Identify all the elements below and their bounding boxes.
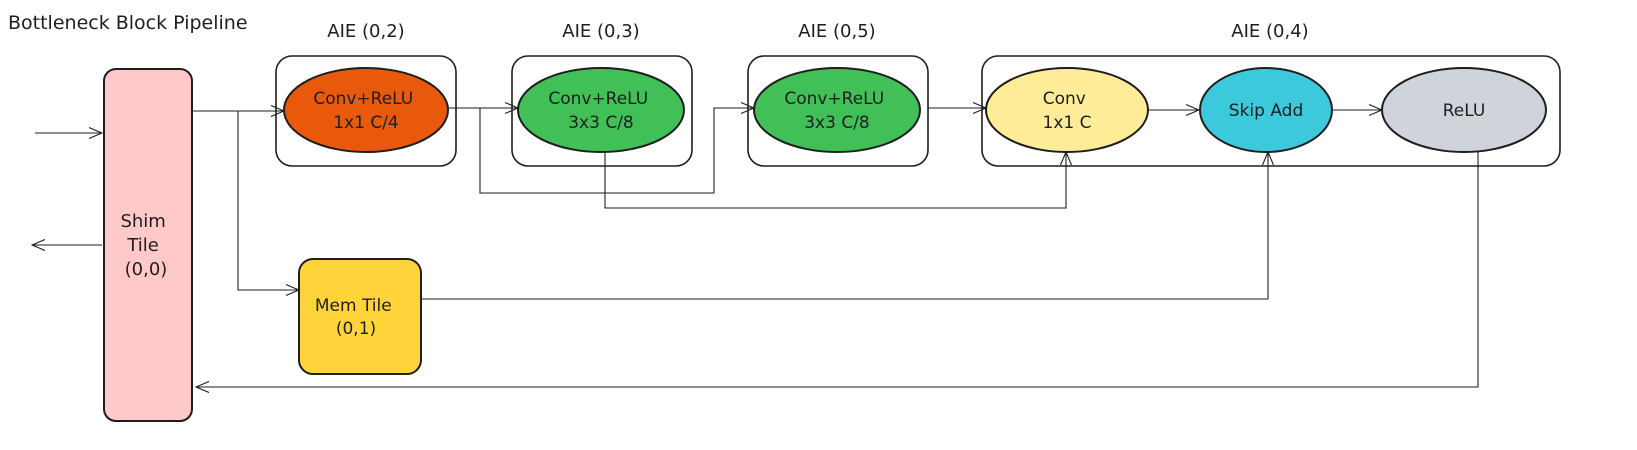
group-label-aie-0-3: AIE (0,3)	[562, 21, 639, 42]
node-relu: ReLU	[1381, 67, 1547, 153]
node-conv-relu-3x3-a: Conv+ReLU 3x3 C/8	[517, 67, 685, 153]
node-conv-relu-1x1: Conv+ReLU 1x1 C/4	[283, 67, 449, 153]
node-shape	[103, 68, 193, 422]
node-shape	[753, 67, 921, 153]
edge-conv1-to-conv3	[479, 108, 754, 194]
edge-shim-to-mem	[237, 111, 299, 290]
node-label: Conv+ReLU 1x1 C/4	[313, 89, 418, 133]
group-label-aie-0-2: AIE (0,2)	[327, 21, 404, 42]
edge-relu-to-shim	[196, 152, 1479, 387]
diagram-title: Bottleneck Block Pipeline	[8, 12, 248, 34]
node-label: Conv 1x1 C	[1043, 89, 1092, 133]
node-label: ReLU	[1443, 101, 1486, 121]
node-conv-relu-3x3-b: Conv+ReLU 3x3 C/8	[753, 67, 921, 153]
node-label: Shim Tile (0,0)	[120, 211, 171, 280]
node-label: Conv+ReLU 3x3 C/8	[548, 89, 653, 133]
group-label-aie-0-4: AIE (0,4)	[1231, 21, 1308, 42]
node-shape	[298, 258, 422, 375]
node-shape	[1381, 67, 1547, 153]
node-conv-1x1: Conv 1x1 C	[985, 67, 1149, 153]
node-shape	[283, 67, 449, 153]
node-label: Mem Tile (0,1)	[315, 296, 397, 339]
node-mem-tile: Mem Tile (0,1)	[298, 258, 422, 375]
node-shape	[1199, 67, 1333, 153]
node-shape	[517, 67, 685, 153]
node-shape	[985, 67, 1149, 153]
edges	[32, 108, 1479, 387]
node-shim-tile: Shim Tile (0,0)	[103, 68, 193, 422]
node-skip-add: Skip Add	[1199, 67, 1333, 153]
group-label-aie-0-5: AIE (0,5)	[798, 21, 875, 42]
edge-conv2-to-conv4	[604, 152, 1066, 209]
edge-mem-to-skip	[421, 152, 1268, 300]
node-label: Skip Add	[1229, 101, 1303, 121]
node-label: Conv+ReLU 3x3 C/8	[784, 89, 889, 133]
